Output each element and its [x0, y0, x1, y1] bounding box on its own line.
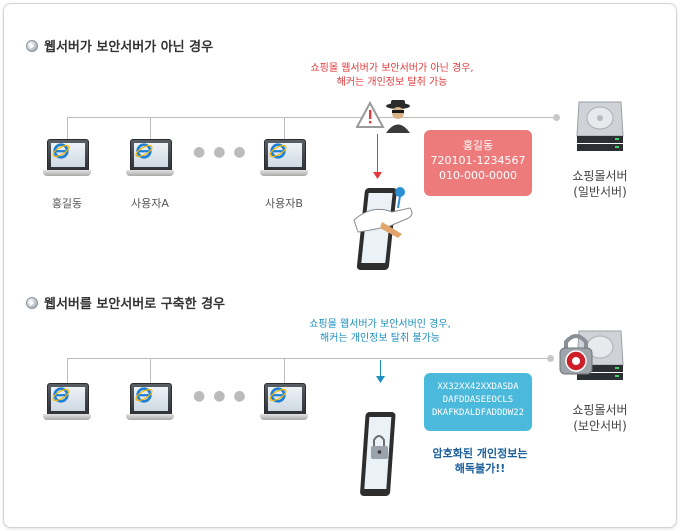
- server-label-line-2: (보안서버): [573, 419, 627, 433]
- laptop-client-3: [260, 383, 308, 427]
- laptop-client-1: [43, 383, 91, 427]
- data-line: 홍길동: [462, 139, 494, 152]
- data-line: 010-000-0000: [439, 169, 517, 182]
- note-line-2: 해커는 개인정보 탈취 가능: [336, 77, 448, 88]
- diagram-frame: [3, 3, 677, 528]
- hacker-note: 쇼핑몰 웹서버가 보안서버가 아닌 경우, 해커는 개인정보 탈취 가능: [282, 62, 502, 90]
- laptop-client-2: [126, 383, 174, 427]
- attack-arrow-head: [373, 172, 382, 179]
- server-icon: [576, 101, 624, 151]
- internet-explorer-icon: [269, 387, 287, 403]
- warning-triangle-icon: [356, 100, 385, 128]
- data-line: 720101-1234567: [430, 154, 526, 167]
- client-link-line: [67, 117, 68, 139]
- client-label: 홍길동: [51, 197, 83, 210]
- network-bus-line: [67, 117, 555, 118]
- caption-line-1: 암호화된 개인정보는: [432, 447, 528, 460]
- blocked-arrow-head: [376, 376, 385, 383]
- data-line: DKAFKDALDFADDDW22: [431, 408, 525, 418]
- padlock-icon: [371, 435, 388, 459]
- laptop-client-2: [126, 139, 174, 183]
- blocked-arrow-line: [380, 360, 381, 378]
- internet-explorer-icon: [135, 143, 153, 159]
- internet-explorer-icon: [52, 387, 70, 403]
- exposed-data-card: 홍길동 720101-1234567 010-000-0000: [424, 130, 532, 196]
- laptop-client-1: [43, 139, 91, 183]
- note-line-2: 해커는 개인정보 탈취 불가능: [320, 333, 440, 344]
- client-label: 사용자A: [131, 197, 169, 210]
- server-label-line-2: (일반서버): [573, 185, 627, 199]
- more-clients-dots: ●●●: [193, 144, 254, 160]
- internet-explorer-icon: [269, 143, 287, 159]
- client-link-line: [150, 358, 151, 383]
- hacker-icon: [386, 100, 410, 133]
- client-link-line: [284, 117, 285, 139]
- caption-line-2: 해독불가!!: [454, 462, 506, 475]
- bullet-icon: [26, 296, 38, 309]
- server-label-secure: 쇼핑몰서버 (보안서버): [560, 402, 640, 434]
- server-label-line-1: 쇼핑몰서버: [572, 403, 628, 417]
- client-label: 사용자B: [265, 197, 303, 210]
- tablet-with-stolen-data: [353, 187, 413, 270]
- bullet-icon: [26, 39, 38, 52]
- data-line: DAFDDASEEOCLS: [442, 395, 514, 405]
- internet-explorer-icon: [135, 387, 153, 403]
- hacker-hand-icon: [353, 187, 413, 238]
- note-line-1: 쇼핑몰 웹서버가 보안서버가 아닌 경우,: [310, 63, 474, 74]
- note-line-1: 쇼핑몰 웹서버가 보안서버인 경우,: [309, 319, 451, 330]
- server-label-insecure: 쇼핑몰서버 (일반서버): [560, 168, 640, 200]
- network-bus-line: [67, 358, 551, 359]
- internet-explorer-icon: [52, 143, 70, 159]
- encrypted-data-card: XX32XX42XXDASDA DAFDDASEEOCLS DKAFKDALDF…: [424, 373, 532, 431]
- server-label-line-1: 쇼핑몰서버: [572, 169, 628, 183]
- client-link-line: [284, 358, 285, 383]
- encryption-caption: 암호화된 개인정보는 해독불가!!: [418, 446, 542, 476]
- section-title-text: 웹서버가 보안서버가 아닌 경우: [44, 40, 214, 55]
- tablet-with-lock: [360, 412, 396, 496]
- section-title-secure: 웹서버를 보안서버로 구축한 경우: [26, 293, 225, 312]
- more-clients-dots: ●●●: [193, 388, 254, 404]
- data-line: XX32XX42XXDASDA: [437, 382, 519, 392]
- network-node: [547, 355, 554, 362]
- padlock-icon: [559, 334, 593, 375]
- client-link-line: [67, 358, 68, 383]
- section-title-text: 웹서버를 보안서버로 구축한 경우: [44, 297, 226, 312]
- network-node: [553, 114, 560, 121]
- laptop-client-3: [260, 139, 308, 183]
- section-title-insecure: 웹서버가 보안서버가 아닌 경우: [26, 36, 213, 55]
- secure-note: 쇼핑몰 웹서버가 보안서버인 경우, 해커는 개인정보 탈취 불가능: [270, 318, 490, 346]
- attack-arrow-line: [377, 134, 378, 174]
- client-link-line: [150, 117, 151, 139]
- warning-hacker-group: [356, 100, 410, 133]
